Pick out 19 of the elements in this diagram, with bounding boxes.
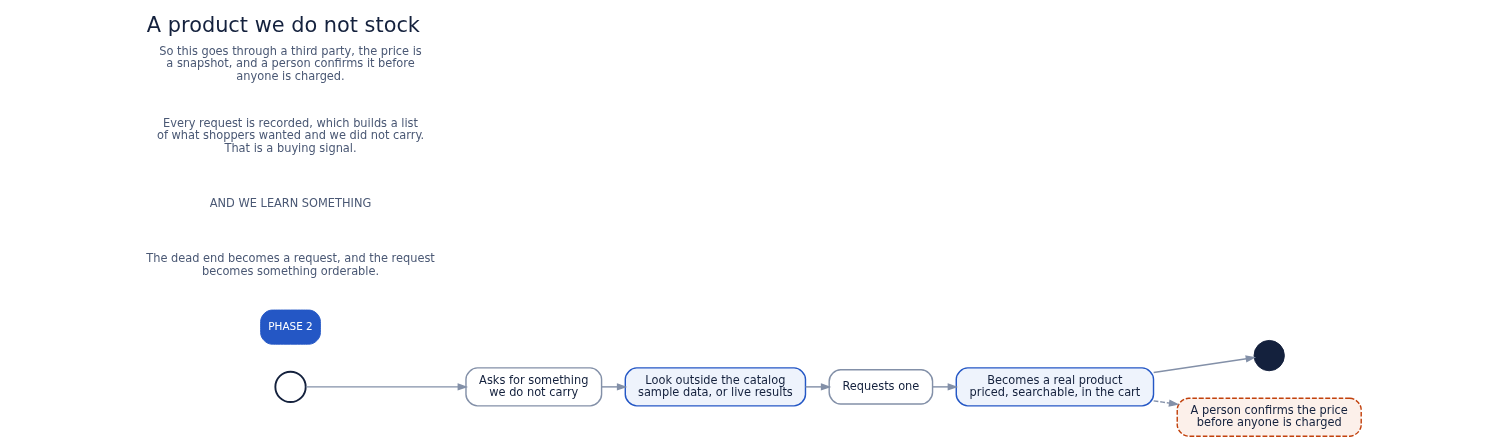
node-box: Becomes a real product priced, searchable, in the cart [955, 367, 1155, 407]
label: Every request is recorded, which builds a list of what shoppers wanted and we did not carry. That is a buying signal. [156, 116, 425, 155]
diagram-title: A product we do not stock [146, 13, 420, 38]
node-circle [274, 370, 307, 403]
arrow [804, 383, 832, 391]
arrow [600, 383, 628, 391]
arrow [305, 383, 469, 391]
arrow [1152, 355, 1257, 374]
label: The dead end becomes a request, and the request becomes something orderable. [146, 251, 435, 278]
label: So this goes through a third party, the price is a snapshot, and a person confirms it before anyone is charged. [159, 44, 422, 83]
node-circle [1253, 339, 1285, 372]
node-box: Asks for something we do not carry [465, 367, 603, 407]
arrow [1152, 399, 1180, 407]
label: AND WE LEARN SOMETHING [209, 195, 372, 210]
node-box: Requests one [828, 369, 934, 405]
node-box: Look outside the catalog sample data, or live results [624, 367, 807, 407]
label: PHASE 2 [268, 319, 313, 332]
arrow [932, 383, 959, 391]
node-box: A person confirms the price before anyone is charged [1176, 397, 1362, 437]
